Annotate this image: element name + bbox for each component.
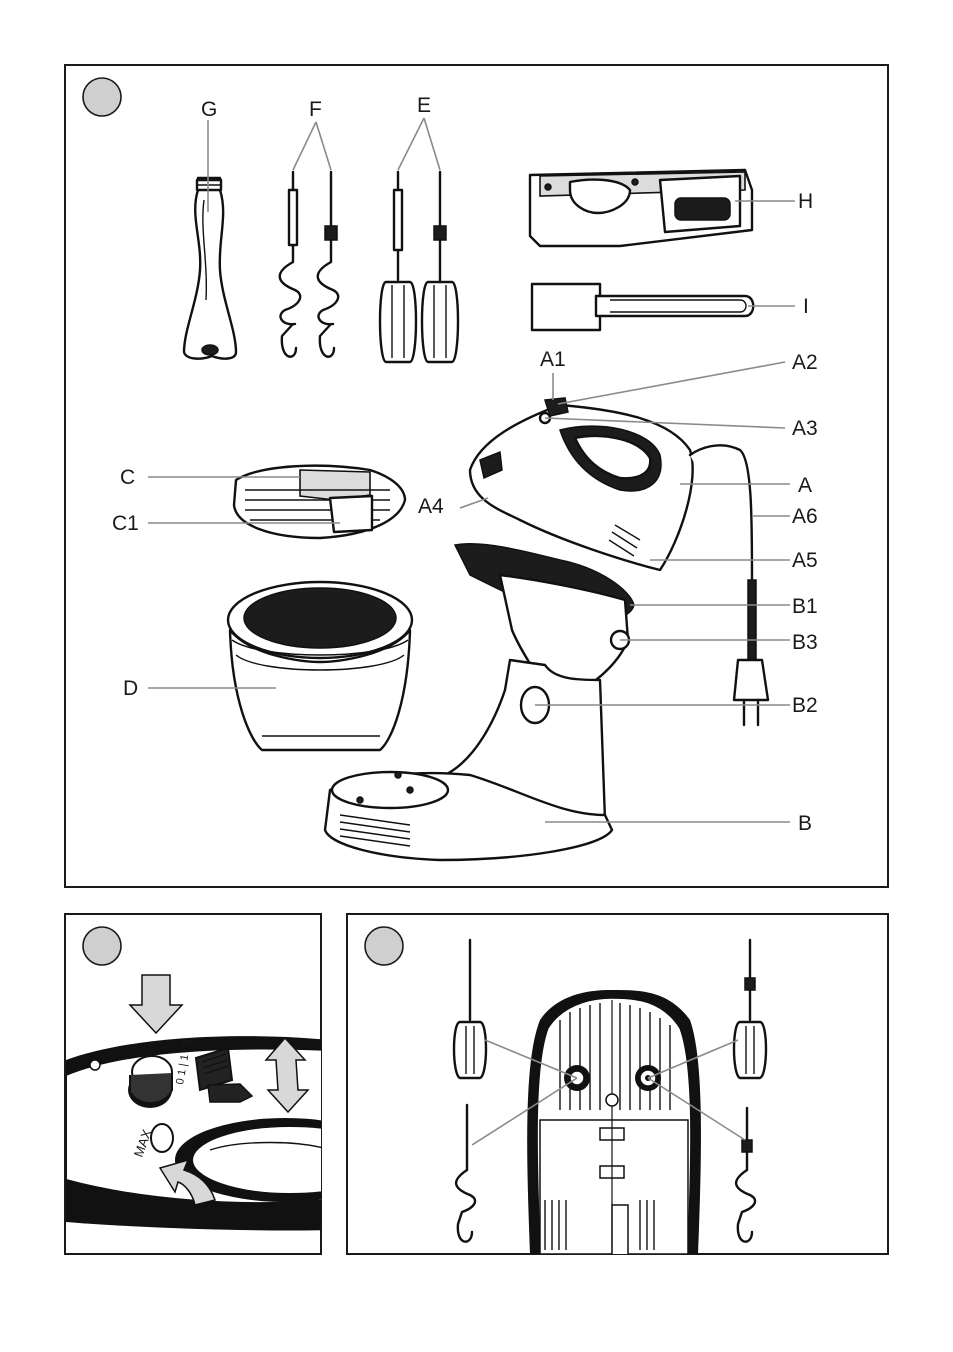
press-down-arrow-icon — [128, 974, 184, 1035]
label-b2: B2 — [792, 694, 818, 717]
speed-switch-icon — [194, 1046, 254, 1103]
part-g-attachment — [182, 176, 238, 360]
label-d: D — [123, 677, 138, 700]
figure-1-frame — [64, 64, 889, 888]
eject-button-icon — [128, 1055, 173, 1108]
label-c1: C1 — [112, 512, 139, 535]
label-b: B — [798, 812, 812, 835]
label-b1: B1 — [792, 595, 818, 618]
label-a5: A5 — [792, 549, 818, 572]
max-button-icon — [150, 1123, 174, 1153]
figure-2-panel: 0 1 | 1 | 5 MAX — [64, 913, 322, 1255]
label-h: H — [798, 190, 813, 213]
slide-updown-arrow-icon — [264, 1036, 310, 1114]
label-f: F — [309, 98, 322, 121]
part-f-dough-hooks — [278, 170, 340, 358]
label-a6: A6 — [792, 505, 818, 528]
part-d-bowl — [226, 580, 414, 752]
figure-3-panel — [346, 913, 889, 1255]
figure-1-leader-lines — [148, 117, 795, 823]
label-e: E — [417, 94, 431, 117]
label-a3: A3 — [792, 417, 818, 440]
label-b3: B3 — [792, 631, 818, 654]
label-c: C — [120, 466, 135, 489]
figure-1-marker — [82, 77, 122, 117]
part-i-spatula — [530, 282, 755, 332]
figure-1-panel: G F E H I A1 A2 A3 A A6 A5 A4 C C1 B1 B3… — [64, 64, 889, 888]
stand-b — [323, 542, 635, 862]
label-a1: A1 — [540, 348, 566, 371]
part-h-holder — [528, 168, 754, 248]
label-i: I — [803, 295, 809, 318]
figure-3-marker — [364, 926, 404, 966]
label-a: A — [798, 474, 812, 497]
label-g: G — [201, 98, 217, 121]
part-e-beaters — [378, 170, 460, 364]
figure-1-labels: G F E H I A1 A2 A3 A A6 A5 A4 C C1 B1 B3… — [112, 94, 818, 835]
part-c-disc — [232, 464, 407, 540]
label-a2: A2 — [792, 351, 818, 374]
label-a4: A4 — [418, 495, 444, 518]
figure-2-marker — [82, 926, 122, 966]
press-arrow-icon — [158, 1158, 216, 1206]
